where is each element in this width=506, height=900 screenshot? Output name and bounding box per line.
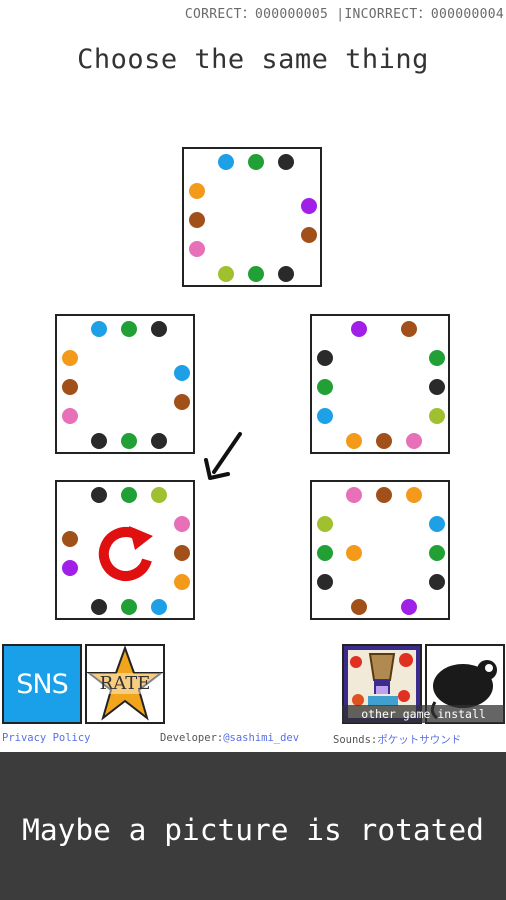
card-top <box>182 147 322 287</box>
dot-black <box>429 574 445 590</box>
dot-brown <box>174 394 190 410</box>
dot-black <box>317 350 333 366</box>
dot-orange <box>406 487 422 503</box>
dot-pink <box>189 241 205 257</box>
dot-black <box>278 154 294 170</box>
card-middle-left[interactable] <box>55 314 195 454</box>
dot-blue <box>317 408 333 424</box>
sounds-label: Sounds: <box>333 734 378 746</box>
dot-brown <box>351 599 367 615</box>
rate-button[interactable]: RATE <box>85 644 165 724</box>
dot-brown <box>376 487 392 503</box>
dot-pink <box>406 433 422 449</box>
dot-green <box>317 545 333 561</box>
dot-black <box>429 379 445 395</box>
dot-purple <box>351 321 367 337</box>
dot-lime <box>317 516 333 532</box>
hint-text: Maybe a picture is rotated <box>22 813 484 847</box>
sounds-link[interactable]: ポケットサウンド <box>377 734 462 746</box>
dot-brown <box>62 379 78 395</box>
dot-blue <box>429 516 445 532</box>
dot-green <box>429 545 445 561</box>
dot-green <box>248 266 264 282</box>
privacy-policy-link[interactable]: Privacy Policy <box>2 732 91 744</box>
dot-brown <box>376 433 392 449</box>
rate-label: RATE <box>87 673 163 694</box>
card-middle-right[interactable] <box>310 314 450 454</box>
dot-purple <box>301 198 317 214</box>
dot-orange <box>189 183 205 199</box>
dot-brown <box>174 545 190 561</box>
developer-label: Developer: <box>160 732 224 744</box>
dot-purple <box>62 560 78 576</box>
dot-pink <box>62 408 78 424</box>
dot-pink <box>174 516 190 532</box>
dot-orange <box>346 545 362 561</box>
dot-purple <box>401 599 417 615</box>
card-bottom-left[interactable] <box>55 480 195 620</box>
sns-label: SNS <box>16 668 68 700</box>
dot-black <box>151 433 167 449</box>
dot-green <box>429 350 445 366</box>
dot-black <box>91 599 107 615</box>
dot-brown <box>401 321 417 337</box>
dot-black <box>317 574 333 590</box>
dot-green <box>121 321 137 337</box>
dot-green <box>121 487 137 503</box>
dot-lime <box>429 408 445 424</box>
dot-brown <box>189 212 205 228</box>
dot-blue <box>174 365 190 381</box>
dot-black <box>91 433 107 449</box>
dot-blue <box>218 154 234 170</box>
dot-blue <box>91 321 107 337</box>
page-title: Choose the same thing <box>77 44 429 75</box>
pointer-arrow-icon <box>204 432 242 480</box>
rotate-icon <box>98 526 153 581</box>
dot-orange <box>62 350 78 366</box>
other-game-install-label[interactable]: other game install <box>342 705 505 723</box>
dot-green <box>248 154 264 170</box>
sounds-credit: Sounds:ポケットサウンド <box>333 732 461 747</box>
dot-lime <box>218 266 234 282</box>
developer-credit: Developer:@sashimi_dev <box>160 732 299 744</box>
dot-brown <box>62 531 78 547</box>
sns-button[interactable]: SNS <box>2 644 82 724</box>
dot-pink <box>346 487 362 503</box>
dot-green <box>121 599 137 615</box>
developer-link[interactable]: @sashimi_dev <box>223 732 300 744</box>
dot-green <box>317 379 333 395</box>
star-icon <box>87 646 163 721</box>
dot-orange <box>174 574 190 590</box>
dot-black <box>278 266 294 282</box>
dot-blue <box>151 599 167 615</box>
dot-black <box>151 321 167 337</box>
dot-green <box>121 433 137 449</box>
dot-lime <box>151 487 167 503</box>
card-bottom-right[interactable] <box>310 480 450 620</box>
score-counter: CORRECT：000000005 |INCORRECT：000000004 <box>184 7 504 22</box>
dot-black <box>91 487 107 503</box>
dot-brown <box>301 227 317 243</box>
hint-bar <box>0 752 506 900</box>
dot-orange <box>346 433 362 449</box>
